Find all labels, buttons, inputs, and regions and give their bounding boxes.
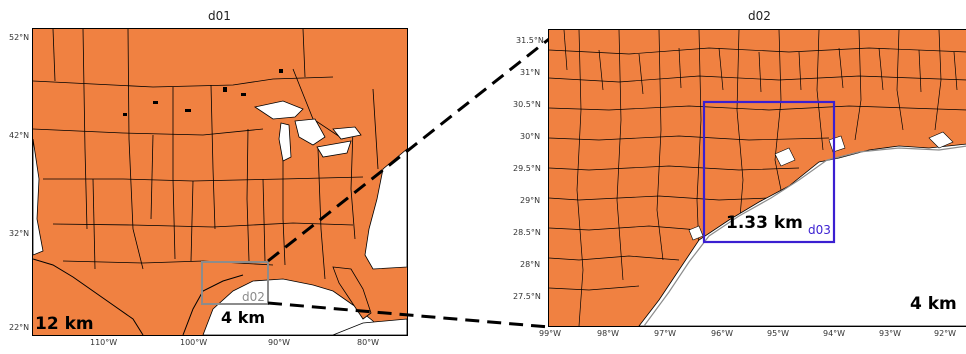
d01-lat-tick: 52°N bbox=[9, 33, 30, 42]
d01-resolution-label: 12 km bbox=[35, 314, 94, 334]
d02-lat-tick: 28°N bbox=[520, 260, 541, 269]
d02-map-graphic bbox=[549, 30, 966, 326]
d02-lat-tick: 27.5°N bbox=[513, 292, 541, 301]
d03-resolution-label: 1.33 km bbox=[726, 213, 803, 233]
d02-lon-tick: 98°W bbox=[597, 329, 620, 338]
d02-lat-tick: 30.5°N bbox=[513, 100, 541, 109]
d01-map-graphic bbox=[33, 29, 407, 335]
d02-lon-tick: 93°W bbox=[879, 329, 902, 338]
d02-nest-box bbox=[201, 261, 269, 305]
d02-resolution-label-on-d01: 4 km bbox=[221, 308, 266, 327]
d02-box-label: d02 bbox=[242, 290, 265, 304]
d02-resolution-label: 4 km bbox=[910, 294, 957, 314]
d02-county-borders bbox=[549, 30, 966, 326]
d02-lon-tick: 92°W bbox=[934, 329, 957, 338]
d02-lat-tick: 28.5°N bbox=[513, 228, 541, 237]
d02-map bbox=[548, 29, 966, 327]
d01-great-lakes bbox=[253, 100, 362, 162]
d01-lon-tick: 110°W bbox=[90, 338, 118, 347]
d02-lon-tick: 97°W bbox=[654, 329, 677, 338]
d01-title: d01 bbox=[208, 9, 231, 23]
d02-gulf-water bbox=[638, 143, 966, 326]
d02-offshore-line bbox=[643, 145, 966, 326]
d01-atlantic-water bbox=[364, 148, 407, 270]
d02-lon-tick: 94°W bbox=[823, 329, 846, 338]
d02-lat-tick: 31°N bbox=[520, 68, 541, 77]
d02-lat-tick: 29.5°N bbox=[513, 164, 541, 173]
d01-lat-tick: 22°N bbox=[9, 323, 30, 332]
d01-lat-tick: 42°N bbox=[9, 131, 30, 140]
d01-lat-tick: 32°N bbox=[9, 229, 30, 238]
d01-lon-tick: 80°W bbox=[357, 338, 380, 347]
d03-nest-box bbox=[702, 100, 836, 244]
d01-pacific-water bbox=[33, 138, 44, 256]
d02-lon-tick: 95°W bbox=[767, 329, 790, 338]
d01-lon-tick: 100°W bbox=[180, 338, 208, 347]
d01-lon-tick: 90°W bbox=[268, 338, 291, 347]
d03-box-label: d03 bbox=[808, 223, 831, 237]
d02-title: d02 bbox=[748, 9, 771, 23]
d01-map bbox=[32, 28, 408, 336]
d02-lon-tick: 99°W bbox=[539, 329, 562, 338]
d02-lat-tick: 31.5°N bbox=[516, 36, 544, 45]
d02-lon-tick: 96°W bbox=[711, 329, 734, 338]
d02-lat-tick: 29°N bbox=[520, 196, 541, 205]
d02-lat-tick: 30°N bbox=[520, 132, 541, 141]
